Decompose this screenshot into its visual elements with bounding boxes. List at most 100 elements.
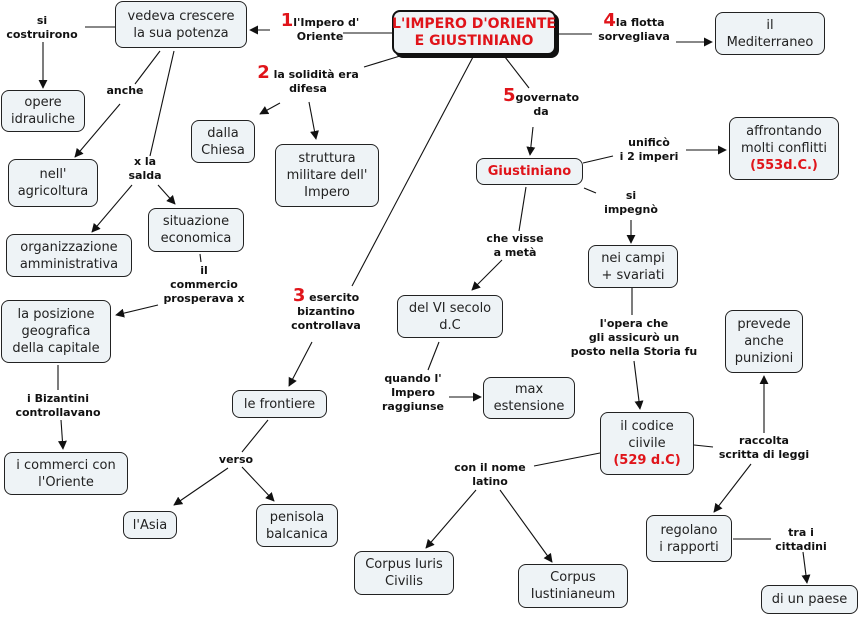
link-label-verso: verso [214,453,258,467]
concept-penisola-balcanica[interactable]: penisola balcanica [256,504,338,547]
concept-text: + svariati [601,267,665,283]
concept-text: situazione [162,214,230,229]
concept-text: Mediterraneo [726,34,814,50]
concept-asia[interactable]: l'Asia [123,511,177,539]
date-553: (553d.C.) [750,158,818,173]
concept-agricoltura[interactable]: nell' agricoltura [8,159,98,207]
link-text: che visse [486,232,544,245]
concept-text: Corpus Iuris [365,557,443,572]
concept-organizzazione[interactable]: organizzazione amministrativa [6,234,132,277]
concept-text: il codice [620,419,674,434]
concept-opere-idrauliche[interactable]: opere idrauliche [1,90,85,132]
edge [199,253,202,263]
concept-text: nei campi [601,250,665,266]
concept-struttura-militare[interactable]: struttura militare dell' Impero [275,144,379,207]
concept-text: prevede [737,317,791,332]
concept-mediterraneo[interactable]: il Mediterraneo [715,12,825,55]
edge [633,360,644,410]
concept-affrontando-conflitti[interactable]: affrontando molti conflitti (553d.C.) [729,117,839,180]
concept-text: molti conflitti [740,141,828,156]
concept-text: punizioni [734,351,794,366]
concept-corpus-iuris-civilis[interactable]: Corpus Iuris Civilis [354,551,454,595]
concept-text: le frontiere [243,396,316,412]
step-number: 4 [603,10,616,31]
concept-text: d.C [439,317,461,333]
link-text: la flotta [615,16,665,29]
concept-commerci-oriente[interactable]: i commerci con l'Oriente [4,452,128,495]
link-label-quando: quando l' Impero raggiunse [378,372,448,414]
edge [241,419,269,453]
link-text: Impero [391,386,435,399]
concept-text: balcanica [266,526,328,542]
concept-text: l'Asia [132,517,168,533]
edge [518,186,527,232]
concept-dalla-chiesa[interactable]: dalla Chiesa [191,120,255,163]
link-text: quando l' [384,372,442,385]
concept-text: i rapporti [659,539,719,555]
concept-text: estensione [493,399,565,414]
link-text: scritta di leggi [718,448,810,461]
concept-regolano-rapporti[interactable]: regolano i rapporti [646,515,732,562]
edge [471,259,503,291]
concept-text: economica [160,231,232,246]
link-label-3: 3 esercito bizantino controllava [284,287,368,333]
concept-text: vedeva crescere [127,8,235,24]
concept-text: del VI secolo [408,300,492,316]
link-text: cittadini [775,540,827,553]
concept-corpus-iustinianeum[interactable]: Corpus Iustinianeum [518,564,628,608]
edge [115,304,159,318]
link-text: i 2 imperi [619,150,679,163]
concept-text: opere [24,95,62,110]
link-text: il [200,264,208,277]
link-text: salda [128,169,162,182]
link-label-si-costruirono: si costruirono [2,14,82,42]
concept-vi-secolo[interactable]: del VI secolo d.C [397,295,503,338]
edge [134,50,161,85]
concept-prevede-punizioni[interactable]: prevede anche punizioni [725,310,803,373]
link-text: difesa [289,82,327,95]
step-number: 1 [280,10,294,31]
concept-text: della capitale [12,341,100,356]
concept-frontiere[interactable]: le frontiere [232,390,327,418]
link-text: la solidità era [269,68,359,81]
link-text: a metà [493,246,537,259]
link-text: prosperava x [163,292,245,305]
concept-max-estensione[interactable]: max estensione [483,377,575,419]
concept-situazione-economica[interactable]: situazione economica [148,208,244,252]
concept-text: anche [744,334,784,349]
link-text: posto nella Storia fu [570,345,698,358]
edge [308,101,319,140]
link-text: controllava [291,319,361,332]
concept-di-un-paese[interactable]: di un paese [761,585,858,614]
edge [288,341,313,387]
concept-text: l'Oriente [38,474,94,490]
link-label-tra-cittadini: tra i cittadini [770,526,832,554]
concept-posizione-geografica[interactable]: la posizione geografica della capitale [1,300,111,363]
root-concept[interactable]: L'IMPERO D'ORIENTE E GIUSTINIANO [392,10,556,55]
link-text: raggiunse [381,400,445,413]
link-text: si [36,14,48,27]
link-text: impegnò [604,203,658,216]
concept-text: struttura [298,151,356,166]
link-label-anche: anche [100,84,150,98]
concept-text: la posizione [17,307,95,322]
edge [363,55,401,68]
edge [425,489,477,549]
link-label-unifico: unificò i 2 imperi [612,136,686,164]
concept-text: la sua potenza [133,25,229,41]
link-text: gli assicurò un [588,331,680,344]
edge [583,187,597,194]
link-label-che-visse: che visse a metà [478,232,552,260]
concept-codice-civile[interactable]: il codice ciivile (529 d.C) [600,412,694,475]
link-text: bizantino [297,305,355,318]
link-text: con il nome [454,461,526,474]
concept-vedeva[interactable]: vedeva crescere la sua potenza [115,1,247,48]
concept-text: penisola [269,509,325,525]
link-text: tra i [788,526,814,539]
concept-giustiniano[interactable]: Giustiniano [476,158,583,185]
concept-text: regolano [660,522,718,538]
concept-nei-campi[interactable]: nei campi + svariati [588,245,678,288]
concept-text: di un paese [771,592,848,607]
concept-text: affrontando [746,124,822,139]
link-text: esercito [305,291,360,304]
